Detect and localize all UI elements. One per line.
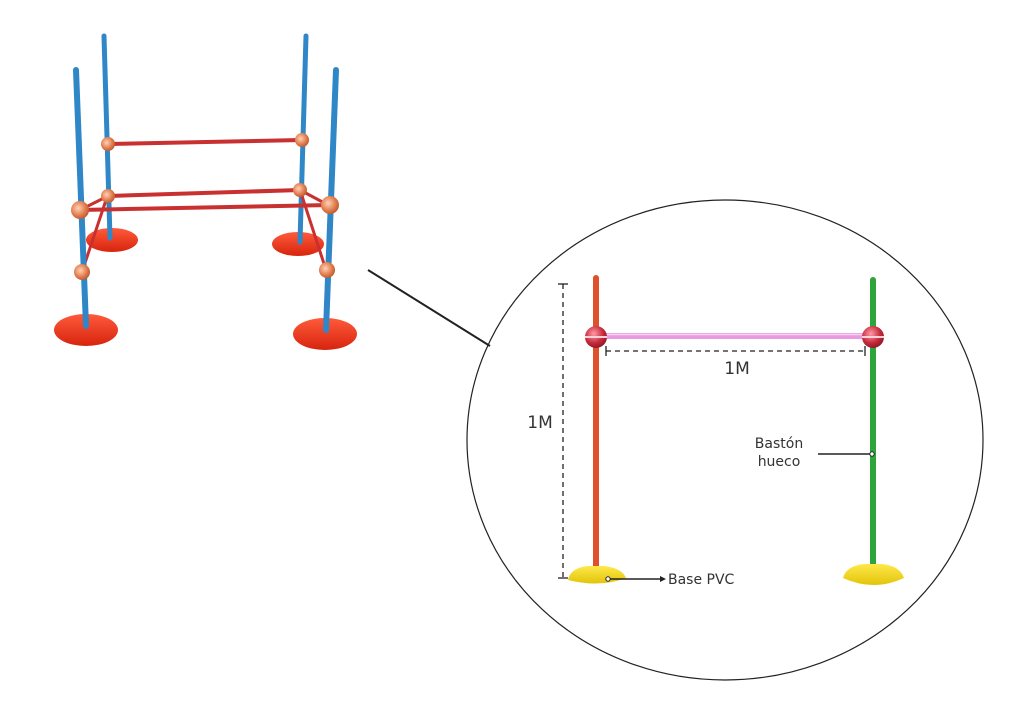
detail-hurdle: 1M 1M Bastón hueco Base PVC bbox=[527, 275, 904, 588]
base-label-arrowhead bbox=[660, 576, 666, 582]
base-label: Base PVC bbox=[668, 572, 735, 588]
photo-connector bbox=[319, 262, 335, 278]
photo-base-back-left bbox=[86, 228, 138, 252]
photo-connector bbox=[295, 133, 309, 147]
callout-line bbox=[367, 269, 491, 347]
detail-base-left bbox=[568, 566, 626, 584]
photo-connector bbox=[293, 183, 307, 197]
detail-connector-left bbox=[585, 326, 607, 348]
pole-label-line1: Bastón bbox=[755, 436, 803, 452]
photo-bar-back-top bbox=[107, 138, 303, 146]
pole-label-leader-dot bbox=[869, 451, 875, 457]
photo-base-front-left bbox=[54, 314, 118, 346]
hurdle-photo bbox=[54, 33, 357, 350]
photo-bar-back-mid bbox=[107, 188, 301, 198]
photo-pole-back-left bbox=[101, 33, 113, 241]
photo-bar-front-mid bbox=[79, 203, 331, 212]
vertical-dimension-label: 1M bbox=[527, 413, 552, 433]
photo-connector bbox=[74, 264, 90, 280]
photo-connector bbox=[101, 137, 115, 151]
photo-base-back-right bbox=[272, 232, 324, 256]
detail-base-right bbox=[843, 564, 904, 585]
detail-connector-right bbox=[862, 326, 884, 348]
photo-connector bbox=[71, 201, 89, 219]
detail-circle bbox=[466, 199, 984, 681]
photo-pole-front-left bbox=[73, 67, 89, 329]
photo-bar-diag-right bbox=[300, 195, 328, 271]
photo-connector bbox=[321, 196, 339, 214]
base-label-leader-dot bbox=[605, 576, 611, 582]
horizontal-dimension-label: 1M bbox=[724, 359, 749, 379]
photo-connector bbox=[101, 189, 115, 203]
photo-base-front-right bbox=[293, 318, 357, 350]
pole-label-line2: hueco bbox=[758, 454, 801, 470]
